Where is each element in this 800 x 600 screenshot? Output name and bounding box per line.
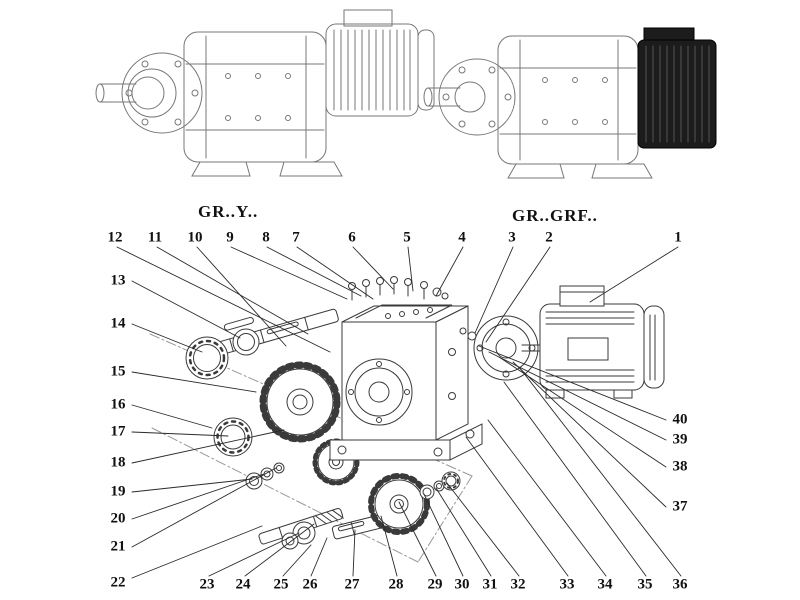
housing-bolts bbox=[348, 276, 449, 301]
callout-36: 36 bbox=[672, 576, 688, 593]
callout-22: 22 bbox=[110, 574, 126, 591]
exploded-view bbox=[149, 276, 665, 563]
callout-8: 8 bbox=[262, 229, 270, 246]
callout-4: 4 bbox=[458, 229, 466, 246]
callout-19: 19 bbox=[110, 483, 126, 500]
gear-housing bbox=[329, 304, 483, 461]
callout-17: 17 bbox=[110, 423, 126, 440]
callout-1: 1 bbox=[674, 229, 682, 246]
callout-25: 25 bbox=[273, 576, 289, 593]
leader-lines bbox=[116, 246, 682, 579]
callout-24: 24 bbox=[235, 576, 251, 593]
callout-5: 5 bbox=[403, 229, 411, 246]
callout-2: 2 bbox=[545, 229, 553, 246]
variant-label-gr-grf: GR..GRF.. bbox=[512, 206, 598, 225]
callout-38: 38 bbox=[672, 458, 688, 475]
callout-33: 33 bbox=[559, 576, 575, 593]
callout-12: 12 bbox=[107, 229, 123, 246]
callout-15: 15 bbox=[110, 363, 126, 380]
callout-20: 20 bbox=[110, 510, 126, 527]
callout-28: 28 bbox=[388, 576, 404, 593]
callout-26: 26 bbox=[302, 576, 318, 593]
callout-9: 9 bbox=[226, 229, 234, 246]
callout-31: 31 bbox=[482, 576, 498, 593]
callout-11: 11 bbox=[147, 229, 163, 246]
assembled-view-gr-grf bbox=[423, 27, 717, 179]
callout-3: 3 bbox=[508, 229, 516, 246]
callout-16: 16 bbox=[110, 396, 126, 413]
electric-motor bbox=[521, 285, 665, 399]
callout-29: 29 bbox=[427, 576, 443, 593]
callout-32: 32 bbox=[510, 576, 526, 593]
callout-39: 39 bbox=[672, 431, 688, 448]
callout-21: 21 bbox=[110, 538, 126, 555]
assembled-view-gr-y bbox=[95, 9, 435, 177]
callout-35: 35 bbox=[637, 576, 653, 593]
callout-13: 13 bbox=[110, 272, 126, 289]
input-shaft bbox=[196, 308, 339, 361]
callout-34: 34 bbox=[597, 576, 613, 593]
callout-14: 14 bbox=[110, 315, 126, 332]
callout-6: 6 bbox=[348, 229, 356, 246]
callout-18: 18 bbox=[110, 454, 126, 471]
callout-27: 27 bbox=[344, 576, 360, 593]
callout-37: 37 bbox=[672, 498, 688, 515]
motor-flange bbox=[473, 315, 539, 381]
callout-40: 40 bbox=[672, 411, 688, 428]
callout-23: 23 bbox=[199, 576, 215, 593]
callout-7: 7 bbox=[292, 229, 300, 246]
callout-30: 30 bbox=[454, 576, 470, 593]
callout-10: 10 bbox=[187, 229, 203, 246]
variant-label-gr-y: GR..Y.. bbox=[198, 202, 259, 221]
